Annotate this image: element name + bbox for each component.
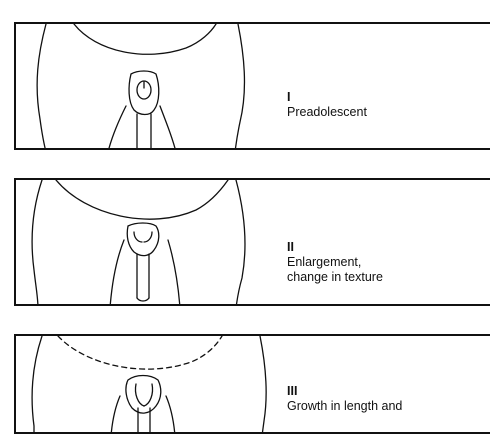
stage-3-panel: III Growth in length and [14,334,490,434]
stage-2-numeral: II [287,240,383,255]
stage-3-description: Growth in length and [287,399,402,414]
stage-2-panel: II Enlargement, change in texture [14,178,490,306]
stage-1-illustration [16,24,276,150]
stage-2-label: II Enlargement, change in texture [287,240,383,285]
stage-3-illustration [16,336,276,434]
stage-1-description: Preadolescent [287,105,367,120]
stage-2-illustration [16,180,276,306]
stage-2-description: Enlargement, change in texture [287,255,383,285]
stage-3-label: III Growth in length and [287,384,402,414]
stage-3-numeral: III [287,384,402,399]
stage-1-label: I Preadolescent [287,90,367,120]
stage-1-panel: I Preadolescent [14,22,490,150]
stage-1-numeral: I [287,90,367,105]
